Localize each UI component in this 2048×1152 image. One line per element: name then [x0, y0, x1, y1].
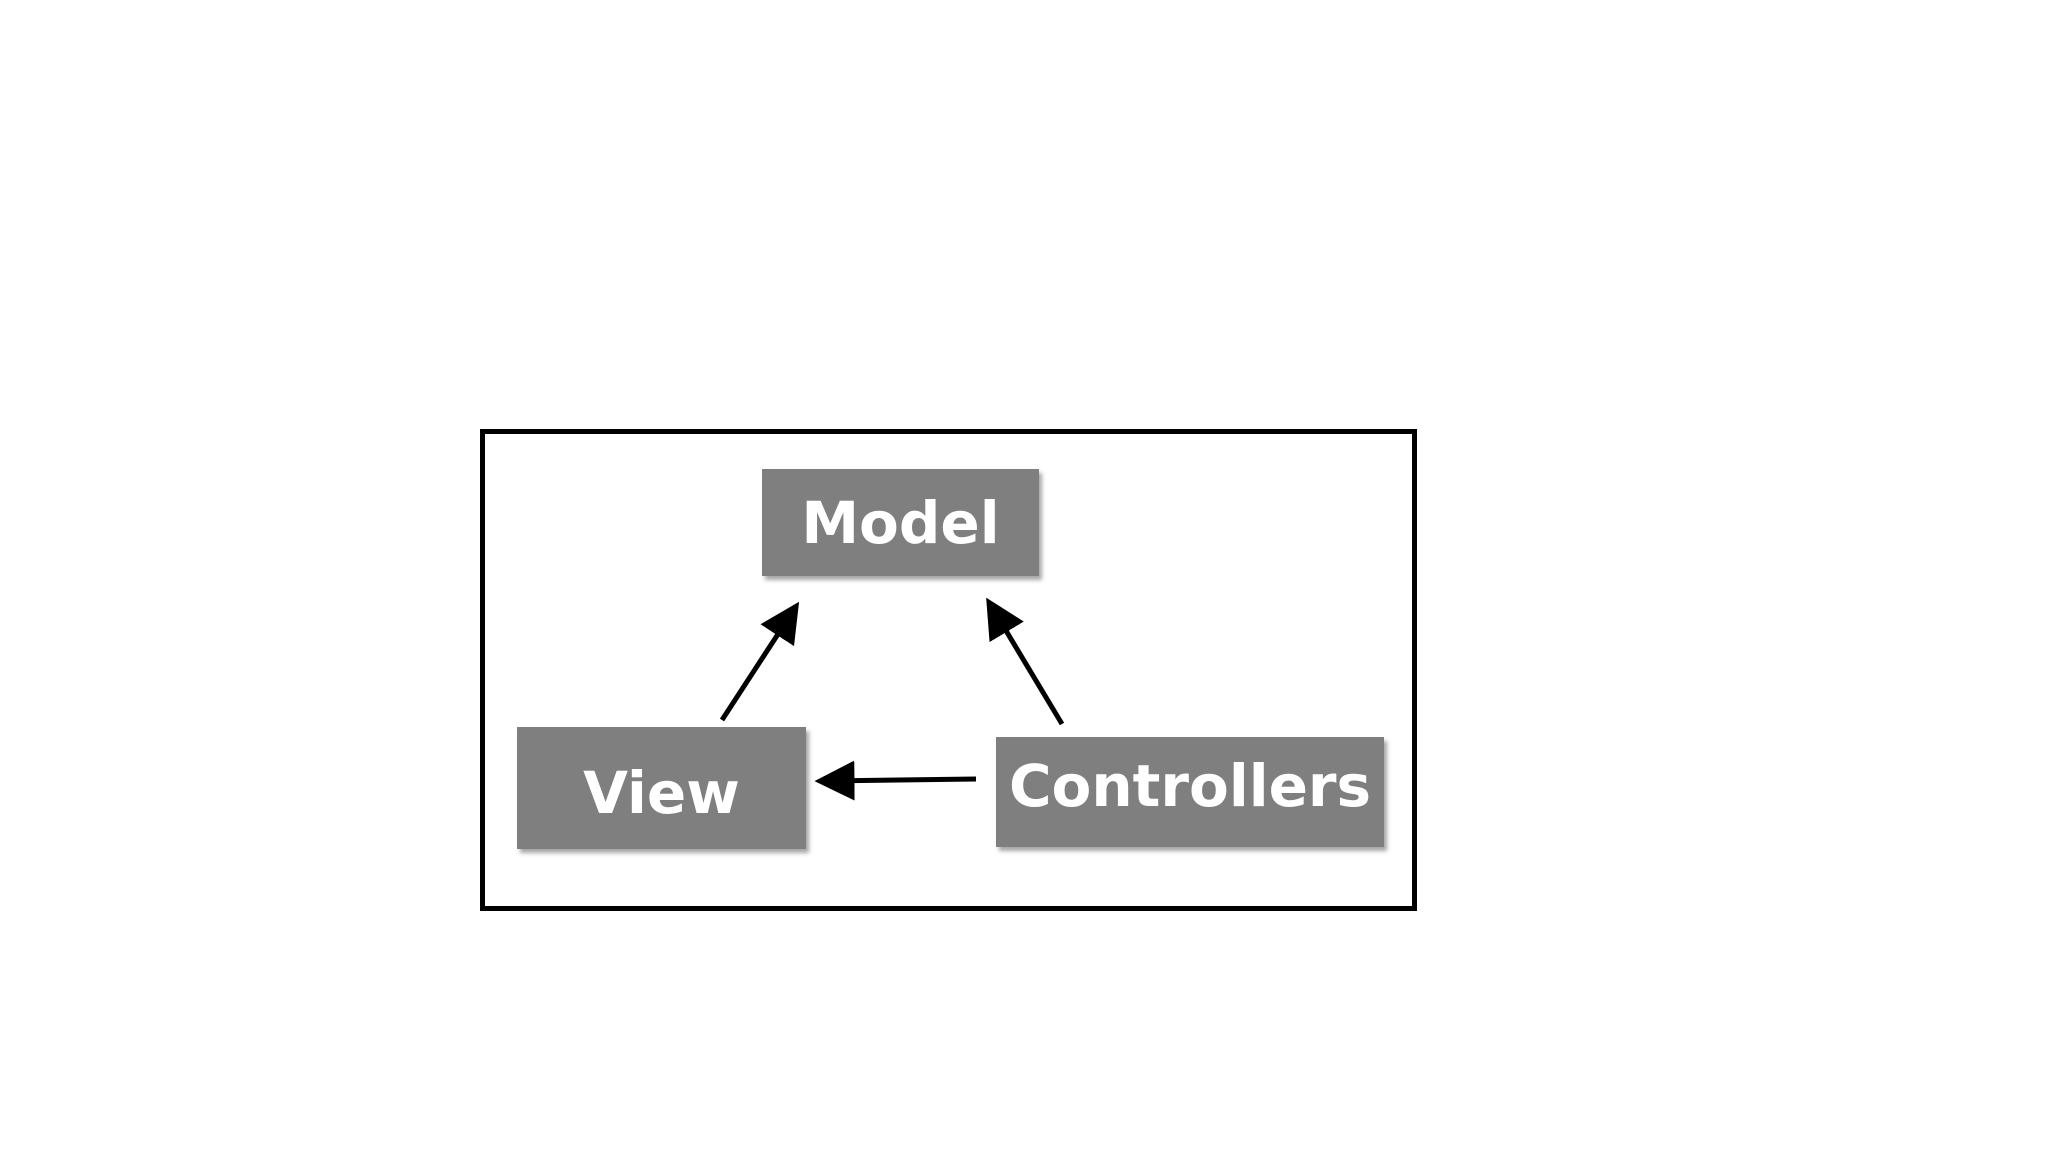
view-box: View [517, 727, 806, 849]
model-box: Model [762, 469, 1039, 576]
controllers-label: Controllers [1008, 752, 1372, 820]
controllers-box: Controllers [996, 737, 1384, 847]
model-label: Model [801, 488, 1000, 557]
view-label: View [583, 759, 740, 827]
